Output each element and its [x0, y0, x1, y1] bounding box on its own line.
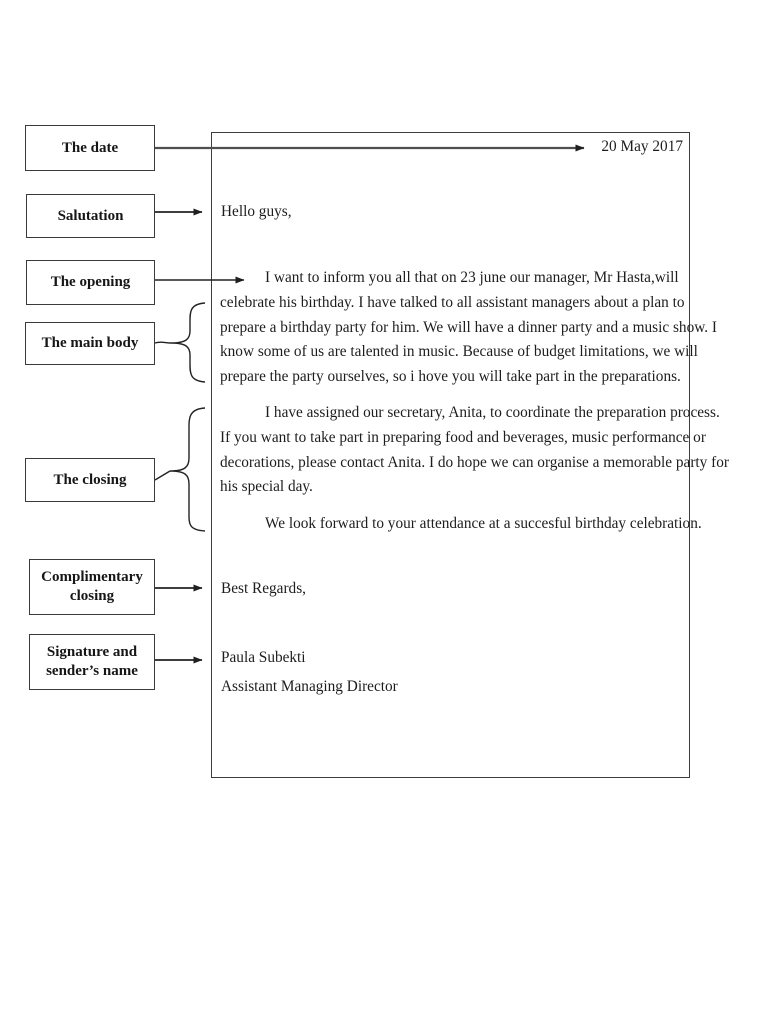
label-text: The closing	[53, 471, 127, 488]
letter-line: I want to inform you all that on 23 june…	[265, 269, 679, 286]
label-box-the-closing: The closing	[25, 458, 155, 502]
letter-line: know some of us are talented in music. B…	[220, 343, 698, 361]
label-box-signature-senders-name: Signature and sender’s name	[29, 634, 155, 690]
closing-connector	[154, 470, 171, 481]
letter-sender-title: Assistant Managing Director	[221, 678, 398, 695]
label-box-the-main-body: The main body	[25, 322, 155, 365]
label-box-complimentary-closing: Complimentary closing	[29, 559, 155, 615]
label-box-the-date: The date	[25, 125, 155, 171]
letter-line: prepare the party ourselves, so i hove y…	[220, 368, 681, 386]
main-body-connector	[154, 341, 172, 344]
letter-line: I have assigned our secretary, Anita, to…	[265, 404, 720, 421]
label-text: Signature and sender’s name	[46, 644, 138, 679]
letter-line: We look forward to your attendance at a …	[265, 515, 702, 532]
label-text: Complimentary closing	[41, 569, 143, 604]
letter-complimentary-closing: Best Regards,	[221, 580, 306, 597]
letter-paragraph-closing-1: I have assigned our secretary, Anita, to…	[220, 401, 729, 500]
letter-line: prepare a birthday party for him. We wil…	[220, 318, 718, 336]
letter-date: 20 May 2017	[601, 138, 683, 155]
label-text: Salutation	[57, 207, 124, 224]
letter-salutation: Hello guys,	[221, 203, 292, 220]
label-box-the-opening: The opening	[26, 260, 155, 305]
label-text: The main body	[41, 335, 139, 352]
letter-paragraph-opening: I want to inform you all that on 23 june…	[220, 266, 717, 390]
letter-line: his special day.	[220, 478, 313, 496]
label-box-salutation: Salutation	[26, 194, 155, 238]
letter-line: celebrate his birthday. I have talked to…	[220, 293, 685, 311]
label-text: The date	[61, 139, 119, 156]
letter-paragraph-closing-2: We look forward to your attendance at a …	[220, 512, 702, 537]
closing-brace	[169, 407, 206, 532]
main-body-brace	[170, 302, 206, 383]
letter-line: decorations, please contact Anita. I do …	[220, 453, 729, 471]
letter-frame	[211, 132, 690, 778]
label-text: The opening	[50, 274, 131, 291]
letter-sender-name: Paula Subekti	[221, 649, 306, 666]
letter-line: If you want to take part in preparing fo…	[220, 428, 706, 446]
